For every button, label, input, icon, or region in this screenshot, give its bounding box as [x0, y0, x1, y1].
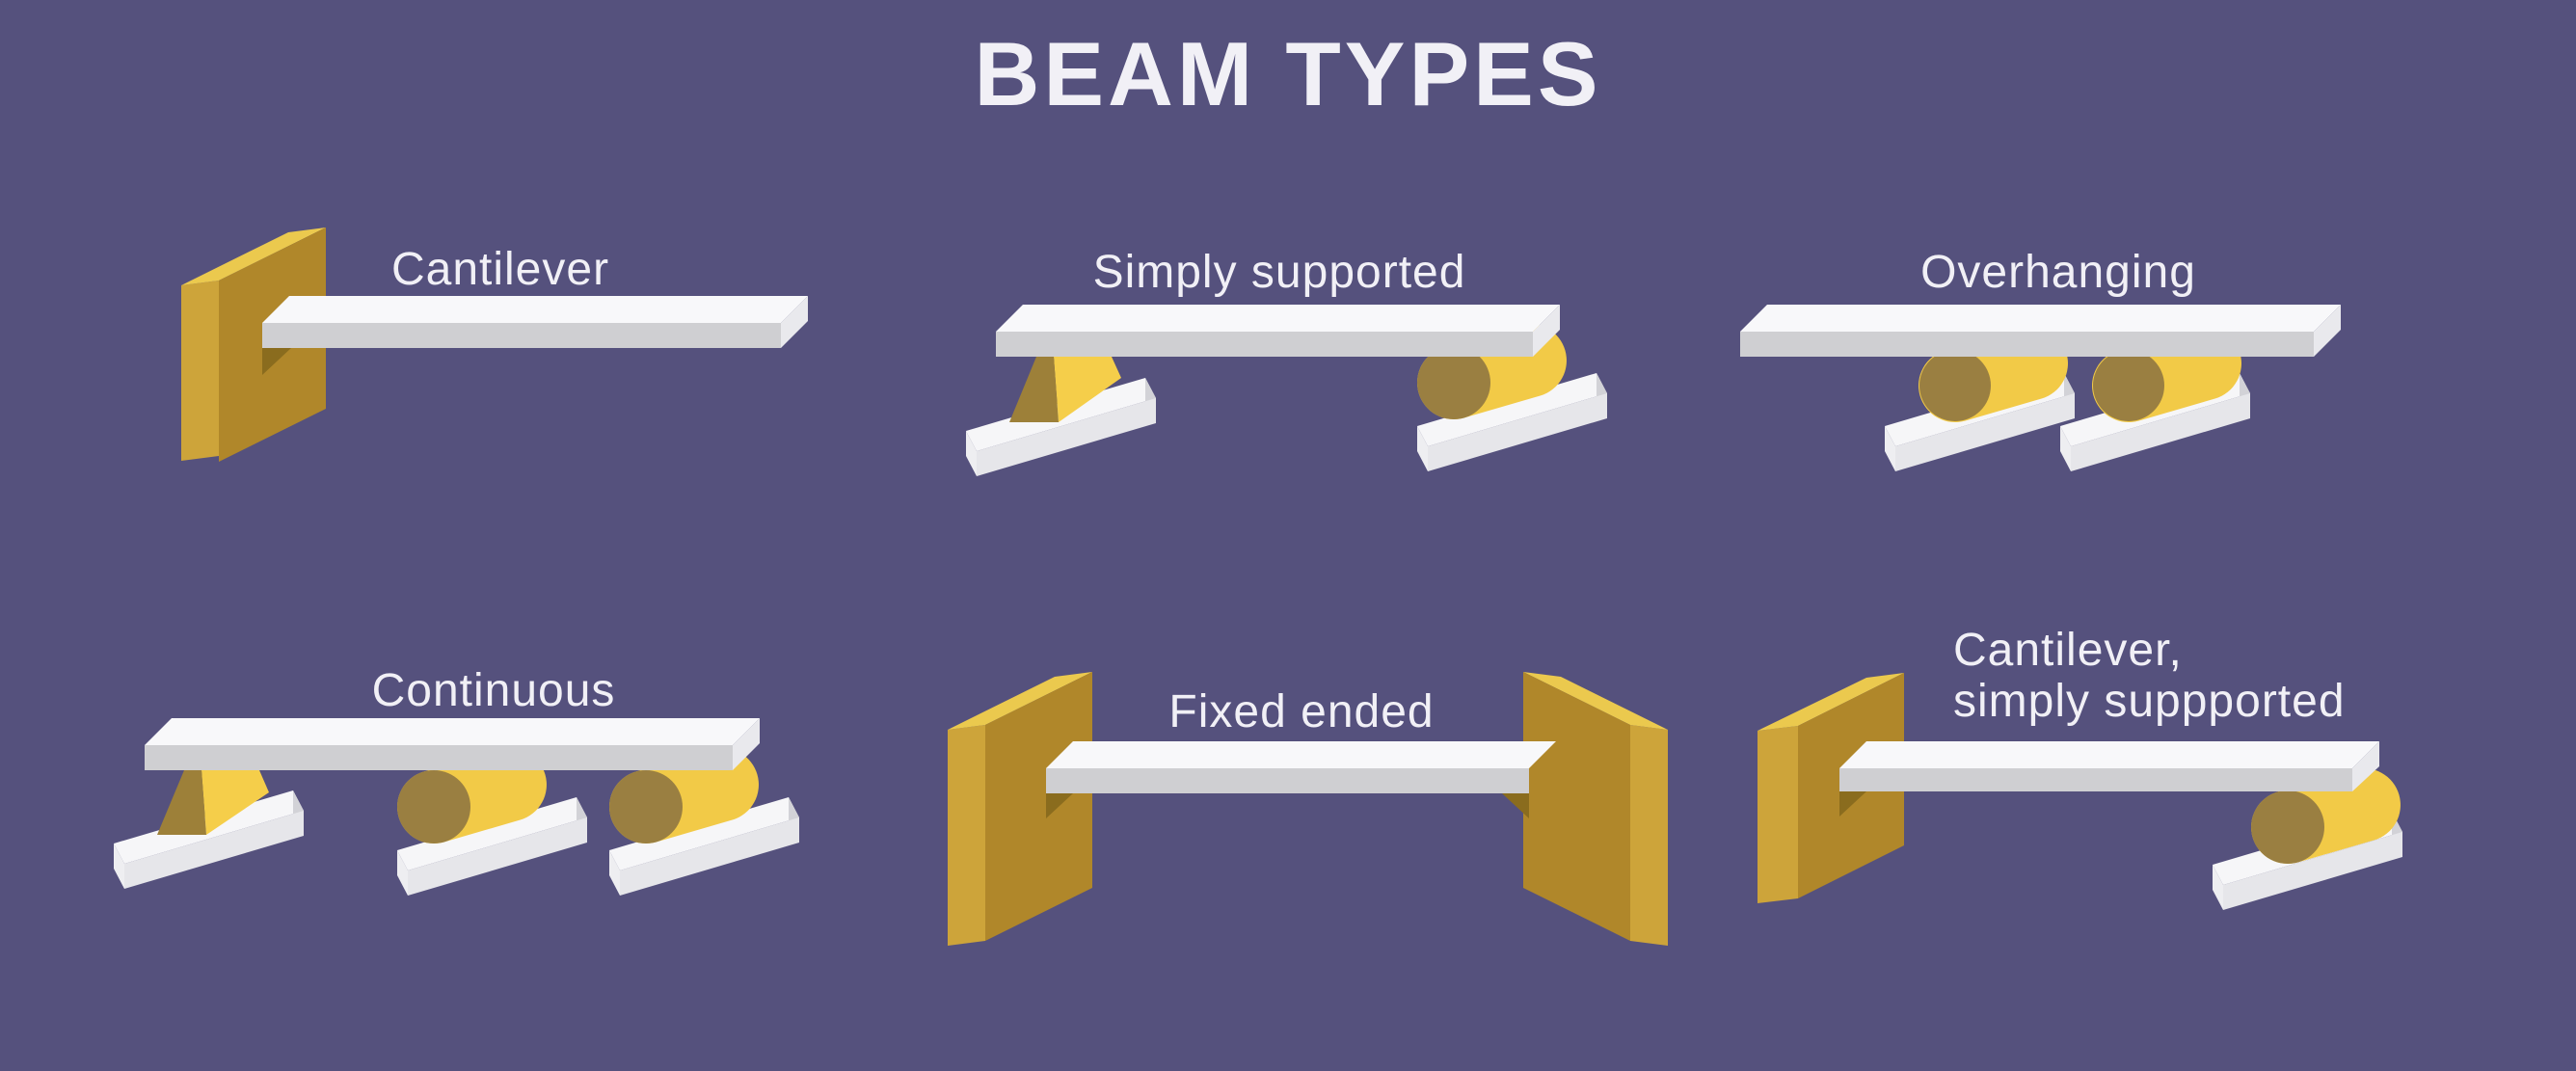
- pin-support-side: [1054, 357, 1121, 422]
- roller-face: [2251, 790, 2324, 864]
- beam-top-face: [1839, 741, 2379, 768]
- beam-end-face: [2314, 305, 2341, 357]
- label-cantilever-simply-supported: Cantilever, simply suppported: [1953, 625, 2346, 727]
- beam-top-face: [996, 305, 1560, 332]
- label-line-1: Cantilever,: [1953, 625, 2183, 676]
- beam-end-face: [2352, 741, 2379, 791]
- plate-left-face: [1417, 426, 1428, 471]
- beam-front-face: [1740, 332, 2314, 357]
- plate-front-face: [1895, 393, 2075, 471]
- page-title: BEAM TYPES: [974, 23, 1602, 124]
- pin-support-front: [1009, 357, 1059, 422]
- pin-support-front: [157, 770, 206, 835]
- plate-left-face: [966, 431, 977, 476]
- label-simply-supported: Simply supported: [1092, 247, 1466, 298]
- roller-face: [397, 770, 470, 843]
- figure-overhanging: [1740, 305, 2341, 471]
- figure-cantilever-simply-supported: [1758, 673, 2402, 910]
- beam-front-face: [1046, 768, 1529, 793]
- beam-front-face: [262, 323, 781, 348]
- figure-fixed-ended: [948, 672, 1668, 946]
- roller-face: [609, 770, 683, 843]
- beam-end-face: [733, 718, 760, 770]
- wall-side-face: [1630, 725, 1668, 946]
- plate-front-face: [977, 398, 1156, 476]
- beam-shadow: [1839, 791, 1866, 817]
- figure-cantilever: [181, 228, 808, 462]
- beam-top-face: [1046, 741, 1556, 768]
- beam-front-face: [996, 332, 1533, 357]
- label-fixed-ended: Fixed ended: [1168, 686, 1435, 737]
- plate-front-face: [408, 817, 587, 896]
- plate-left-face: [397, 850, 408, 896]
- beam-end-face: [781, 296, 808, 348]
- beam-end-face: [1533, 305, 1560, 357]
- beam-front-face: [145, 745, 733, 770]
- plate-left-face: [1885, 426, 1895, 471]
- figure-simply-supported: [966, 305, 1607, 476]
- wall-side-face: [948, 725, 985, 946]
- plate-left-face: [114, 843, 124, 889]
- roller-face: [1417, 346, 1490, 419]
- plate-left-face: [2213, 865, 2223, 910]
- plate-front-face: [2071, 393, 2250, 471]
- label-overhanging: Overhanging: [1920, 247, 2196, 298]
- wall-front-face: [985, 672, 1092, 941]
- plate-front-face: [124, 811, 304, 889]
- label-cantilever: Cantilever: [390, 244, 610, 295]
- plate-left-face: [609, 850, 620, 896]
- wall-front-face: [1523, 672, 1630, 941]
- label-continuous: Continuous: [371, 665, 616, 716]
- beam-top-face: [145, 718, 760, 745]
- roller-face: [1919, 350, 1991, 421]
- plate-front-face: [1428, 393, 1607, 471]
- beam-shadow: [262, 348, 291, 375]
- wall-top-face: [948, 672, 1092, 730]
- plate-left-face: [2060, 426, 2071, 471]
- wall-top-face: [181, 228, 326, 285]
- beam-front-face: [1839, 768, 2352, 791]
- wall-side-face: [1758, 726, 1798, 903]
- label-line-2: simply suppported: [1953, 676, 2346, 727]
- plate-top-face: [397, 797, 587, 870]
- wall-top-face: [1758, 673, 1904, 731]
- plate-top-face: [609, 797, 799, 870]
- beam-top-face: [262, 296, 808, 323]
- beam-shadow: [1046, 793, 1073, 818]
- plate-front-face: [620, 817, 799, 896]
- roller-face: [2093, 350, 2164, 421]
- pin-support-side: [201, 770, 269, 835]
- wall-top-face: [1523, 672, 1668, 730]
- beam-top-face: [1740, 305, 2341, 332]
- wall-side-face: [181, 281, 219, 461]
- plate-top-face: [1417, 373, 1607, 446]
- figure-continuous: [114, 718, 799, 896]
- beam-shadow: [1502, 793, 1529, 818]
- plate-front-face: [2223, 832, 2402, 910]
